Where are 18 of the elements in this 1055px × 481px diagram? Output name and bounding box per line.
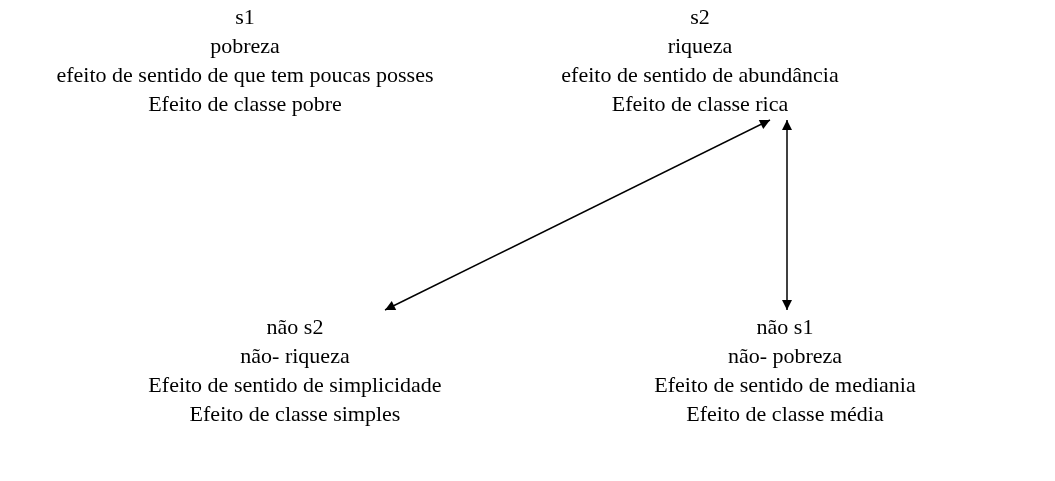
node-text: pobreza bbox=[210, 32, 280, 60]
node-text: Efeito de classe simples bbox=[189, 400, 401, 428]
node-text: efeito de sentido de que tem poucas posses bbox=[56, 61, 434, 89]
node-text: Efeito de sentido de simplicidade bbox=[148, 371, 442, 399]
node-text: riqueza bbox=[667, 32, 733, 60]
node-text: efeito de sentido de abundância bbox=[561, 61, 839, 89]
node-text: não s1 bbox=[756, 313, 814, 341]
node-text: Efeito de sentido de mediania bbox=[654, 371, 916, 399]
node-text: não- pobreza bbox=[727, 342, 843, 370]
node-text: Efeito de classe pobre bbox=[148, 90, 342, 118]
node-text: s2 bbox=[690, 3, 710, 31]
node-text: s1 bbox=[235, 3, 255, 31]
node-text: Efeito de classe média bbox=[686, 400, 884, 428]
node-text: não s2 bbox=[266, 313, 324, 341]
double-arrow bbox=[384, 119, 771, 311]
node-text: Efeito de classe rica bbox=[611, 90, 789, 118]
double-arrow bbox=[782, 119, 792, 311]
node-text: não- riqueza bbox=[240, 342, 350, 370]
